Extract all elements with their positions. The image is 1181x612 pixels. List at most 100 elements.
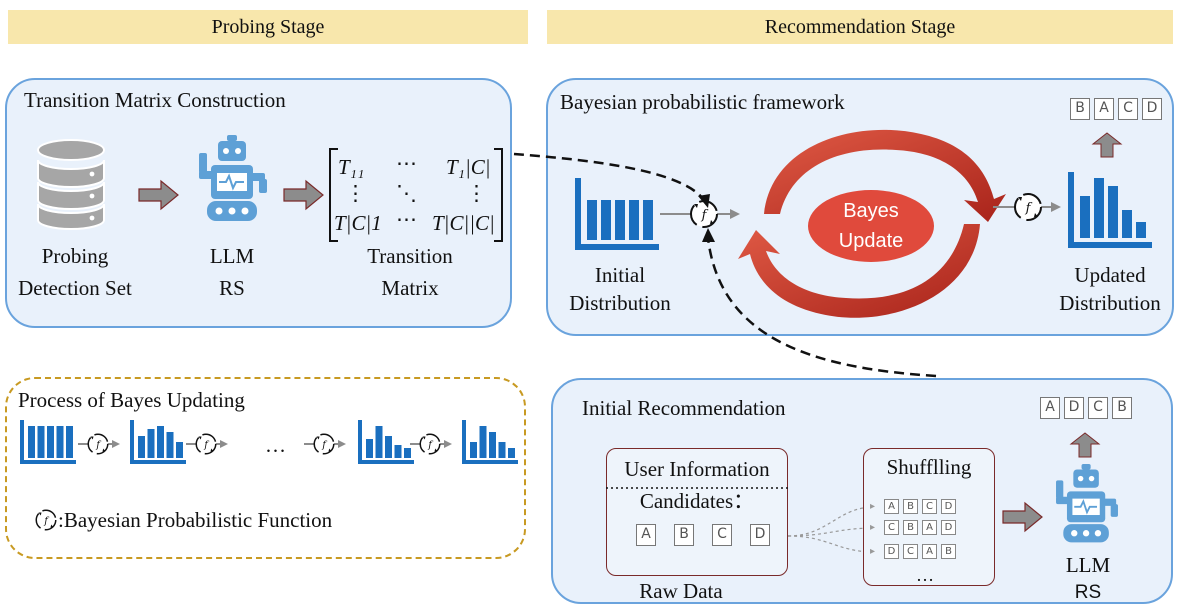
updated-distribution-line1: Updated: [1074, 263, 1146, 287]
up-arrow-icon: [1091, 132, 1123, 158]
shuffle-row-arrow: ▸: [870, 501, 876, 512]
svg-text:f: f: [1025, 201, 1033, 216]
arrow-right-icon: [283, 179, 324, 211]
shuffled-item: B: [903, 499, 918, 514]
matrix-ddots: ⋱: [396, 181, 417, 205]
shuffle-fan-lines: [787, 506, 875, 553]
matrix-hdots-bottom: ⋯: [396, 207, 417, 231]
shuffled-item: C: [922, 499, 937, 514]
initial-distribution-chart: [575, 178, 659, 250]
up-arrow-icon: [1069, 432, 1101, 458]
transition-panel-title: Transition Matrix Construction: [24, 88, 286, 112]
shuffled-item: C: [884, 520, 899, 535]
raw-data-label: Raw Data: [639, 579, 723, 603]
svg-text:f: f: [203, 440, 210, 451]
candidate-item: D: [750, 524, 770, 546]
fx-function-icon: f: [195, 433, 217, 455]
llm-label-line1: LLM: [209, 244, 255, 268]
llm-label-line2: RS: [219, 276, 245, 300]
llm-rec-line1: LLM: [1065, 553, 1111, 577]
candidate-item: A: [636, 524, 656, 546]
shuffled-item: A: [922, 544, 937, 559]
process-distribution-chart: [20, 420, 76, 464]
shuffled-item: D: [941, 520, 956, 535]
process-distribution-chart: [358, 420, 414, 464]
updated-distribution-line2: Distribution: [1059, 291, 1161, 315]
process-distribution-chart: [462, 420, 518, 464]
rec-output-item: B: [1112, 397, 1132, 419]
dashed-connector: [513, 152, 710, 208]
fx-function-icon: f: [35, 509, 57, 531]
probing-stage-banner: Probing Stage: [8, 10, 528, 44]
shuffle-more: …: [916, 565, 934, 585]
bayes-update-line2: Update: [838, 230, 904, 252]
shuffled-item: B: [941, 544, 956, 559]
probing-set-label-line2: Detection Set: [18, 276, 132, 300]
matrix-t11: T₁₁: [338, 155, 365, 179]
shuffling-box: [863, 448, 995, 586]
fx-function-icon: f: [313, 433, 335, 455]
initial-rec-title: Initial Recommendation: [582, 396, 786, 420]
probing-set-label-line1: Probing: [41, 244, 109, 268]
candidates-label: Candidates：: [639, 489, 755, 513]
process-panel-title: Process of Bayes Updating: [18, 388, 245, 412]
robot-icon: [1056, 464, 1118, 543]
shuffled-item: A: [922, 520, 937, 535]
matrix-bracket-left: [329, 148, 338, 242]
arrow-right-icon: [138, 179, 179, 211]
shuffle-row-arrow: ▸: [870, 546, 876, 557]
rec-output-item: C: [1088, 397, 1108, 419]
matrix-tc1: T|C|1: [334, 211, 382, 235]
shuffled-item: B: [903, 520, 918, 535]
candidate-item: B: [674, 524, 694, 546]
initial-distribution-line1: Initial: [594, 263, 646, 287]
process-distribution-chart: [130, 420, 186, 464]
matrix-vdots-left: ⋮: [345, 181, 366, 205]
svg-text:f: f: [95, 440, 102, 451]
raw-data-box: [606, 448, 788, 576]
database-icon: [37, 139, 105, 230]
svg-text:f: f: [701, 208, 709, 223]
updated-distribution-chart: [1068, 172, 1152, 248]
matrix-label-line1: Transition: [367, 244, 453, 268]
initial-distribution-line2: Distribution: [569, 291, 671, 315]
fx-legend-text: :Bayesian Probabilistic Function: [58, 508, 333, 532]
shuffle-row-arrow: ▸: [870, 522, 876, 533]
bayes-update-line1: Bayes: [843, 200, 899, 222]
bayes-panel-title: Bayesian probabilistic framework: [560, 90, 845, 114]
output-item: C: [1118, 98, 1138, 120]
fx-function-icon: f: [87, 433, 109, 455]
matrix-bracket-right: [494, 148, 503, 242]
robot-icon: [199, 135, 267, 221]
shuffled-item: D: [941, 499, 956, 514]
shuffled-item: C: [903, 544, 918, 559]
svg-text:f: f: [43, 516, 50, 527]
arrow-right-icon: [1002, 501, 1043, 533]
fx-function-icon: f: [419, 433, 441, 455]
matrix-vdots-right: ⋮: [466, 181, 487, 205]
dotted-divider: [606, 487, 788, 489]
matrix-tcc: T|C||C|: [432, 211, 495, 235]
process-panel: [5, 377, 526, 559]
svg-text:f: f: [321, 440, 328, 451]
llm-rec-line2: RS: [1074, 582, 1102, 603]
rec-output-item: D: [1064, 397, 1084, 419]
bayes-update-ellipse: [808, 190, 934, 262]
matrix-hdots-top: ⋯: [396, 151, 417, 175]
svg-text:f: f: [427, 440, 434, 451]
rec-output-item: A: [1040, 397, 1060, 419]
bayes-cycle-arrows: [738, 129, 1006, 318]
output-item: D: [1142, 98, 1162, 120]
output-item: A: [1094, 98, 1114, 120]
recommendation-stage-banner: Recommendation Stage: [547, 10, 1173, 44]
dashed-connector: [702, 228, 937, 378]
matrix-label-line2: Matrix: [381, 276, 439, 300]
matrix-t1c: T₁|C|: [446, 155, 491, 179]
shuffled-item: D: [884, 544, 899, 559]
process-ellipsis: …: [265, 433, 286, 457]
output-item: B: [1070, 98, 1090, 120]
user-info-label: User Information: [624, 457, 770, 481]
shuffled-item: A: [884, 499, 899, 514]
shuffling-label: Shufflling: [886, 455, 972, 479]
fx-function-icon: f: [1014, 193, 1042, 221]
